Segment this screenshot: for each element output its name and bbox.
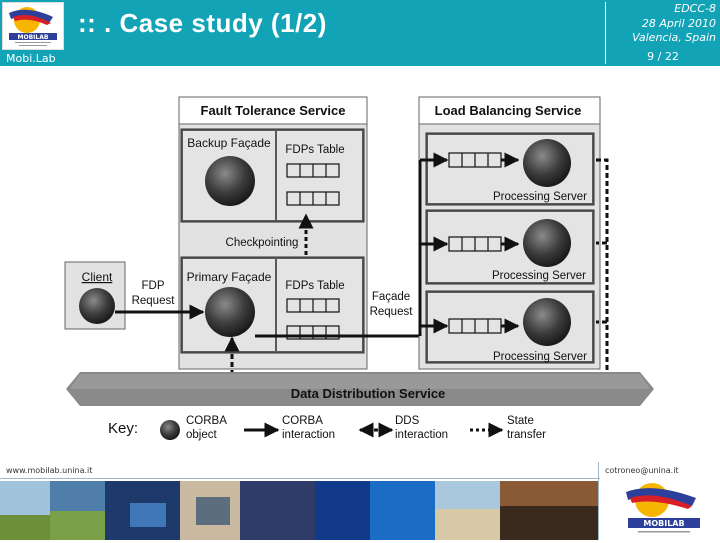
slide-title: :: . Case study (1/2) bbox=[78, 8, 327, 38]
client-label: Client bbox=[82, 270, 113, 284]
footer-email: cotroneo@unina.it bbox=[605, 466, 679, 475]
mobilab-logo-bottom: MOBILAB bbox=[612, 480, 716, 538]
processing-server-3-label: Processing Server bbox=[493, 351, 587, 363]
key-corba-interaction-line2: interaction bbox=[282, 429, 335, 441]
photo-strip bbox=[0, 481, 598, 540]
svg-text:MOBILAB: MOBILAB bbox=[18, 34, 49, 41]
backup-facade-object bbox=[205, 156, 255, 206]
processing-server-2-label: Processing Server bbox=[492, 270, 586, 282]
checkpointing-label: Checkpointing bbox=[226, 237, 299, 249]
slide-header: MOBILAB Mobi.Lab :: . Case study (1/2) E… bbox=[0, 0, 720, 66]
backup-facade-label: Backup Façade bbox=[187, 136, 271, 150]
load-balancing-title: Load Balancing Service bbox=[435, 103, 582, 118]
footer-website: www.mobilab.unina.it bbox=[6, 466, 93, 475]
key-corba-object-line1: CORBA bbox=[186, 415, 227, 427]
key-state-transfer-line1: State bbox=[507, 415, 534, 427]
conference-info: EDCC-8 28 April 2010 Valencia, Spain bbox=[632, 2, 716, 46]
key-corba-interaction-line1: CORBA bbox=[282, 415, 323, 427]
load-balancing-header bbox=[418, 96, 601, 125]
key-corba-object-line2: object bbox=[186, 429, 217, 441]
fault-tolerance-title: Fault Tolerance Service bbox=[201, 103, 346, 118]
key-dds-interaction-line1: DDS bbox=[395, 415, 420, 427]
mobilab-logo: MOBILAB bbox=[2, 2, 64, 50]
fdp-request-label-line1: FDP bbox=[142, 280, 165, 292]
key-state-transfer-line2: transfer bbox=[507, 429, 546, 441]
key-label: Key: bbox=[108, 420, 138, 437]
backup-fdps-table bbox=[286, 163, 340, 206]
conference-location: Valencia, Spain bbox=[632, 31, 716, 44]
conference-date: 28 April 2010 bbox=[641, 16, 716, 30]
facade-request-label-line1: Façade bbox=[372, 291, 410, 303]
processing-server-1: Processing Server bbox=[420, 132, 595, 206]
fdp-request-label-line2: Request bbox=[132, 295, 176, 307]
processing-server-3: Processing Server bbox=[420, 290, 595, 364]
brand-label: Mobi.Lab bbox=[6, 52, 56, 65]
footer-divider bbox=[0, 478, 600, 479]
processing-server-2: Processing Server bbox=[420, 209, 595, 285]
primary-facade-object bbox=[205, 287, 255, 337]
architecture-diagram: Fault Tolerance Service Backup Façade FD… bbox=[64, 96, 654, 441]
dds-label: Data Distribution Service bbox=[291, 386, 446, 401]
state-transfer-path bbox=[596, 158, 609, 394]
key-corba-object-icon bbox=[160, 420, 180, 440]
facade-request-label-line2: Request bbox=[370, 306, 414, 318]
header-divider bbox=[605, 2, 606, 64]
footer-vertical-divider bbox=[598, 462, 599, 540]
key-dds-interaction-line2: interaction bbox=[395, 429, 448, 441]
client-object bbox=[79, 288, 115, 324]
svg-text:MOBILAB: MOBILAB bbox=[643, 519, 684, 528]
processing-server-1-label: Processing Server bbox=[493, 191, 587, 203]
fault-tolerance-header bbox=[178, 96, 368, 125]
page-number: 9 / 22 bbox=[647, 50, 679, 63]
primary-fdps-table-label: FDPs Table bbox=[285, 280, 344, 292]
backup-fdps-table-label: FDPs Table bbox=[285, 144, 344, 156]
primary-facade-label: Primary Façade bbox=[187, 270, 272, 284]
conference-name: EDCC-8 bbox=[674, 2, 716, 15]
